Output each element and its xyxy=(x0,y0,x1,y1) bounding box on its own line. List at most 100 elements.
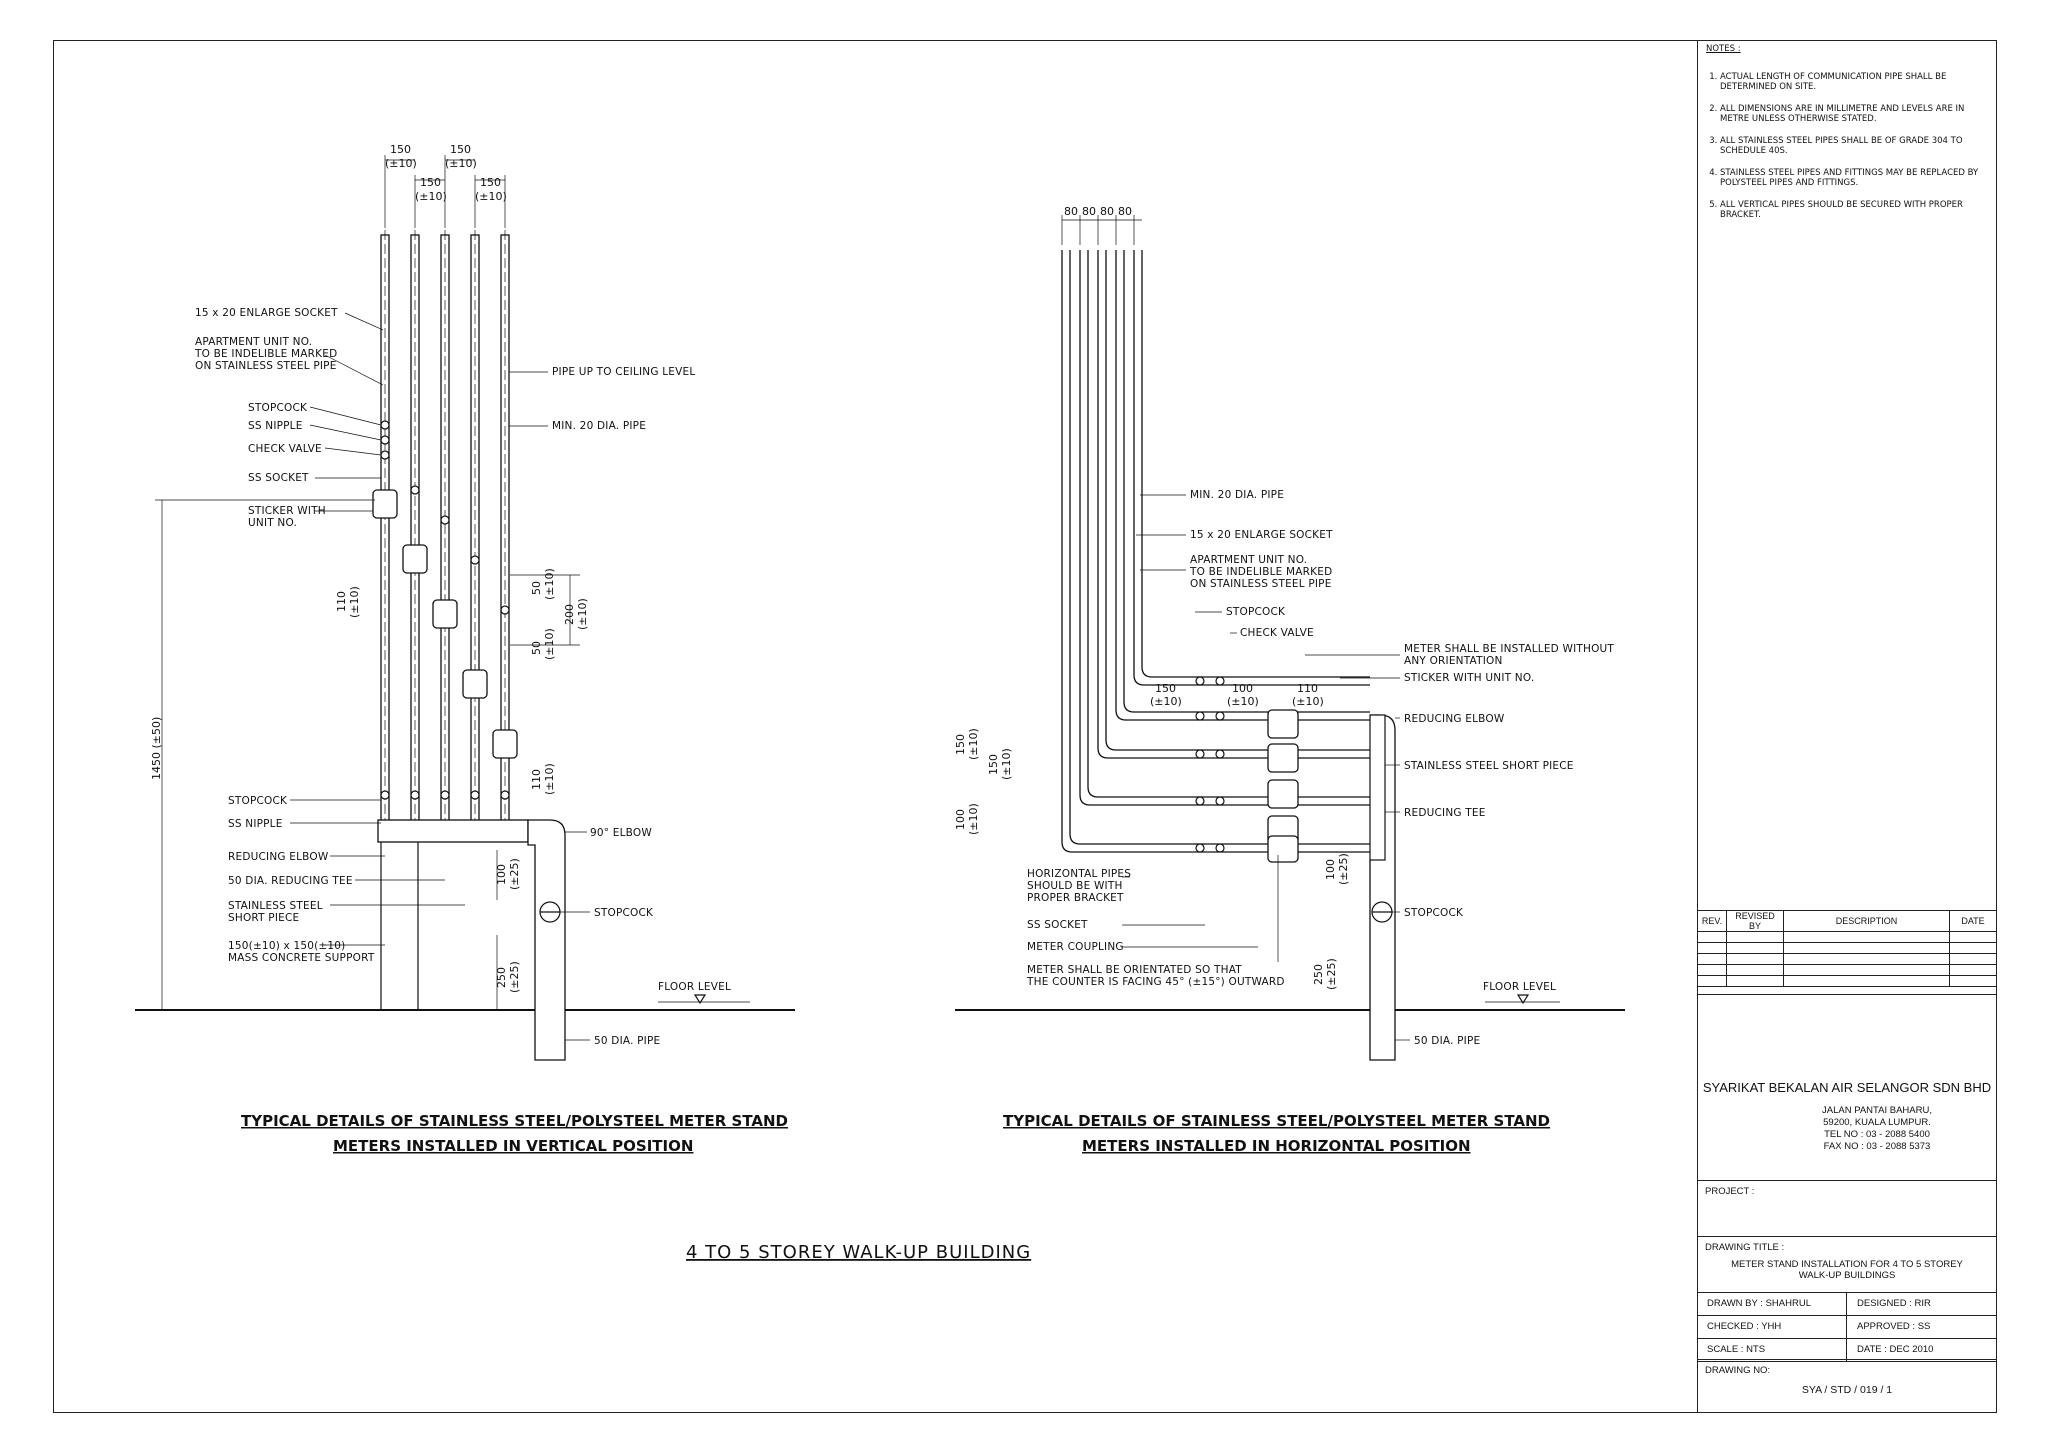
callout-label: MASS CONCRETE SUPPORT xyxy=(228,952,375,964)
dim-label: 80 xyxy=(1082,205,1096,218)
dim-label: (±10) xyxy=(1150,695,1182,708)
drawing-title-1: METER STAND INSTALLATION FOR 4 TO 5 STOR… xyxy=(1731,1259,1963,1270)
drawing-frame xyxy=(53,40,1997,1413)
callout-label: SS NIPPLE xyxy=(228,818,283,830)
drawing-title-block: DRAWING TITLE : METER STAND INSTALLATION… xyxy=(1697,1236,1997,1292)
dim-label: 50 xyxy=(530,641,543,655)
dim-label: (±10) xyxy=(543,763,556,795)
dim-label: 110 xyxy=(1297,682,1318,695)
note-item: ACTUAL LENGTH OF COMMUNICATION PIPE SHAL… xyxy=(1720,72,1991,92)
horizontal-detail xyxy=(955,215,1625,1061)
callout-label: SS SOCKET xyxy=(1027,919,1088,931)
dim-label: 150 xyxy=(987,754,1000,775)
drawing-info-grid: DRAWN BY : SHAHRUL DESIGNED : RIR CHECKE… xyxy=(1697,1292,1997,1362)
dim-label: 110 xyxy=(530,769,543,790)
callout-label: 150(±10) x 150(±10) xyxy=(228,940,345,952)
callout-label: STOPCOCK xyxy=(1404,907,1464,919)
callout-label: SS SOCKET xyxy=(248,472,309,484)
callout-label: STOPCOCK xyxy=(1226,606,1286,618)
dim-label: 100 xyxy=(495,864,508,885)
scale: SCALE : NTS xyxy=(1697,1339,1847,1362)
drawing-title-2: WALK-UP BUILDINGS xyxy=(1798,1270,1896,1281)
callout-label: CHECK VALVE xyxy=(248,443,322,455)
floor-level-label: FLOOR LEVEL xyxy=(1483,981,1556,993)
tel-line: TEL NO : 03 - 2088 5400 xyxy=(1824,1129,1930,1140)
company-address: JALAN PANTAI BAHARU, 59200, KUALA LUMPUR… xyxy=(1697,1105,1997,1153)
checked: CHECKED : YHH xyxy=(1697,1316,1847,1339)
callout-label: 50 DIA. PIPE xyxy=(594,1035,660,1047)
callout-label: UNIT NO. xyxy=(248,517,297,529)
dim-label: 80 xyxy=(1064,205,1078,218)
callout-label: TO BE INDELIBLE MARKED xyxy=(1189,566,1332,578)
address-line: 59200, KUALA LUMPUR. xyxy=(1823,1117,1931,1128)
dim-label: (±25) xyxy=(1325,958,1338,990)
dim-label: 150 xyxy=(450,143,471,156)
notes: NOTES : ACTUAL LENGTH OF COMMUNICATION P… xyxy=(1706,44,1991,232)
main-title: 4 TO 5 STOREY WALK-UP BUILDING xyxy=(686,1242,1031,1263)
note-item: STAINLESS STEEL PIPES AND FITTINGS MAY B… xyxy=(1720,168,1991,188)
callout-label: STAINLESS STEEL SHORT PIECE xyxy=(1404,760,1574,772)
callout-label: APARTMENT UNIT NO. xyxy=(195,336,312,348)
dim-label: (±10) xyxy=(475,190,507,203)
project-block: PROJECT : xyxy=(1697,1180,1997,1236)
drawing-number-block: DRAWING NO: SYA / STD / 019 / 1 xyxy=(1697,1359,1997,1413)
dim-label: (±10) xyxy=(1227,695,1259,708)
dim-label: 80 xyxy=(1118,205,1132,218)
callout-label: MIN. 20 DIA. PIPE xyxy=(552,420,646,432)
dim-label: 250 xyxy=(495,967,508,988)
drawing-title-label: DRAWING TITLE : xyxy=(1705,1242,1785,1253)
designed: DESIGNED : RIR xyxy=(1847,1293,1997,1316)
dim-label: (±25) xyxy=(508,858,521,890)
dim-label: 100 xyxy=(1324,859,1337,880)
fax-line: FAX NO : 03 - 2088 5373 xyxy=(1823,1141,1931,1152)
dim-label: (±10) xyxy=(1000,748,1013,780)
dim-label: (±10) xyxy=(543,568,556,600)
callout-label: ON STAINLESS STEEL PIPE xyxy=(195,360,337,372)
callout-label: REDUCING ELBOW xyxy=(1404,713,1505,725)
dim-label: (±25) xyxy=(508,961,521,993)
dim-label: (±10) xyxy=(1292,695,1324,708)
approved: APPROVED : SS xyxy=(1847,1316,1997,1339)
callout-label: 50 DIA. REDUCING TEE xyxy=(228,875,353,887)
dim-label: (±10) xyxy=(576,598,589,630)
note-item: ALL DIMENSIONS ARE IN MILLIMETRE AND LEV… xyxy=(1720,104,1991,124)
dim-label: 50 xyxy=(530,581,543,595)
callout-label: STOPCOCK xyxy=(228,795,288,807)
drawing-no-label: DRAWING NO: xyxy=(1705,1365,1771,1376)
callout-label: STAINLESS STEEL xyxy=(228,900,323,912)
dim-label: (±10) xyxy=(967,728,980,760)
callout-label: SS NIPPLE xyxy=(248,420,303,432)
callout-label: REDUCING ELBOW xyxy=(228,851,329,863)
callout-label: HORIZONTAL PIPES xyxy=(1027,868,1131,880)
dim-label: (±10) xyxy=(415,190,447,203)
callout-label: PROPER BRACKET xyxy=(1027,892,1124,904)
dim-label: (±10) xyxy=(348,586,361,618)
dim-label: 150 xyxy=(420,176,441,189)
callout-label: METER SHALL BE ORIENTATED SO THAT xyxy=(1027,964,1242,976)
title-block xyxy=(1697,40,1997,1413)
callout-label: SHORT PIECE xyxy=(228,912,299,924)
callout-label: 50 DIA. PIPE xyxy=(1414,1035,1480,1047)
callout-label: STOPCOCK xyxy=(594,907,654,919)
description-header: DESCRIPTION xyxy=(1783,910,1950,932)
dim-label: 100 xyxy=(954,809,967,830)
callout-label: STICKER WITH xyxy=(248,505,326,517)
dim-label: 150 xyxy=(390,143,411,156)
dim-label: 100 xyxy=(1232,682,1253,695)
dim-label: 1450 (±50) xyxy=(150,717,163,780)
note-item: ALL STAINLESS STEEL PIPES SHALL BE OF GR… xyxy=(1720,136,1991,156)
notes-heading: NOTES : xyxy=(1706,44,1741,54)
dim-label: 250 xyxy=(1312,964,1325,985)
callout-label: TO BE INDELIBLE MARKED xyxy=(194,348,337,360)
date: DATE : DEC 2010 xyxy=(1847,1339,1997,1362)
dim-label: (±25) xyxy=(1337,853,1350,885)
revised-by-header: REVISED BY xyxy=(1726,910,1784,932)
address-line: JALAN PANTAI BAHARU, xyxy=(1822,1105,1932,1116)
vertical-caption-line-1: TYPICAL DETAILS OF STAINLESS STEEL/POLYS… xyxy=(241,1112,788,1130)
callout-label: APARTMENT UNIT NO. xyxy=(1190,554,1307,566)
callout-label: ON STAINLESS STEEL PIPE xyxy=(1190,578,1332,590)
revision-table: REV. REVISED BY DESCRIPTION DATE xyxy=(1697,910,1997,987)
project-label: PROJECT : xyxy=(1705,1186,1755,1197)
vertical-detail xyxy=(135,155,795,1061)
